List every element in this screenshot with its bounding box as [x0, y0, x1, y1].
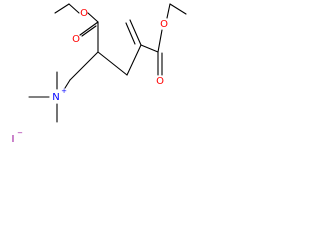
atom-oxygen-ester1-carbonyl: O: [72, 34, 80, 45]
bond-o-carbonyl1: [87, 12, 99, 23]
bond-carbonyl1-o-double-a: [79, 21, 99, 36]
atom-oxygen-ester2-carbonyl: O: [156, 76, 164, 87]
iodide-negative-charge: −: [17, 129, 23, 137]
bond-o-ethyl2-ch2: [166, 3, 171, 19]
bond-carbonyl1-o-double-b: [81, 25, 97, 37]
bond-ethyl1-ch3: [54, 3, 70, 14]
bond-vinyl-double-b: [125, 22, 136, 45]
bond-ethyl1-ch2-o: [68, 3, 80, 14]
bond-carbonyl2-o: [157, 29, 163, 53]
bond-vinyl-double-a: [129, 19, 142, 46]
bond-ch2-vinyl-c: [126, 44, 142, 76]
bond-ch-ch2-right: [97, 51, 128, 76]
bond-vinyl-carbonyl2: [140, 44, 159, 53]
nitrogen-positive-charge: +: [61, 87, 67, 95]
chemical-structure-diagram: O O O O N + I −: [12, 3, 187, 145]
atom-nitrogen: N: [52, 92, 59, 103]
bond-ch-ch2-left: [69, 51, 99, 81]
bond-ch2-n: [64, 79, 71, 89]
atom-oxygen-ester1-ether: O: [80, 8, 88, 19]
atom-oxygen-ester2-ether: O: [160, 19, 168, 30]
bond-ethyl2-ch3: [169, 3, 187, 15]
iodide-ion: I: [12, 134, 15, 145]
